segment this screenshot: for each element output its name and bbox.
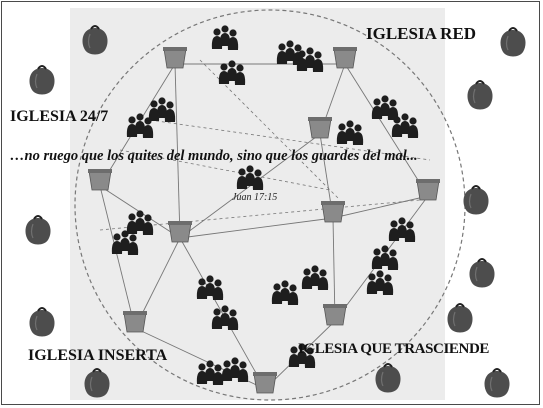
people-group-icon xyxy=(126,113,154,138)
people-group-icon xyxy=(391,113,419,138)
pepper-icon xyxy=(447,303,473,333)
pepper-icon xyxy=(463,185,489,215)
pot-icon xyxy=(416,179,440,201)
label-iglesia-24-7: IGLESIA 24/7 xyxy=(10,108,109,125)
people-group-icon xyxy=(211,25,239,50)
network-link xyxy=(344,63,429,197)
verse-text: …no ruego que los quites del mundo, sino… xyxy=(10,148,418,164)
people-group-icon xyxy=(148,97,176,122)
people-group-icon xyxy=(111,230,139,255)
pepper-icon xyxy=(29,307,55,337)
network-link xyxy=(174,63,181,239)
pot-icon xyxy=(88,169,112,191)
network-link xyxy=(99,185,136,329)
label-iglesia-que-trasciende: IGLESIA QUE TRASCIENDE xyxy=(298,341,489,357)
people-group-icon xyxy=(236,165,264,190)
network-background xyxy=(70,8,445,400)
pot-icon xyxy=(321,201,345,223)
pepper-icon xyxy=(469,258,495,288)
people-group-icon xyxy=(276,40,304,65)
pot-icon xyxy=(333,47,357,69)
people-group-icon xyxy=(126,210,154,235)
network-link xyxy=(179,217,334,239)
label-iglesia-inserta: IGLESIA INSERTA xyxy=(28,347,168,364)
pot-icon xyxy=(163,47,187,69)
people-group-icon xyxy=(196,275,224,300)
people-group-icon xyxy=(221,357,249,382)
pepper-icon xyxy=(484,368,510,398)
pot-icon xyxy=(253,372,277,394)
people-group-icon xyxy=(366,270,394,295)
network-link xyxy=(179,237,266,390)
people-group-icon xyxy=(288,343,316,368)
people-group-icon xyxy=(301,265,329,290)
people-group-icon xyxy=(218,60,246,85)
pepper-icon xyxy=(500,27,526,57)
pepper-icon xyxy=(375,363,401,393)
network-link xyxy=(332,217,336,322)
pepper-icon xyxy=(84,368,110,398)
people-group-icon xyxy=(371,95,399,120)
pot-icon xyxy=(323,304,347,326)
pepper-icon xyxy=(25,215,51,245)
label-iglesia-red: IGLESIA RED xyxy=(366,24,477,43)
people-group-icon xyxy=(196,360,224,385)
pot-icon xyxy=(168,221,192,243)
people-group-icon xyxy=(271,280,299,305)
people-group-icon xyxy=(336,120,364,145)
pot-icon xyxy=(308,117,332,139)
people-group-icon xyxy=(388,217,416,242)
pot-icon xyxy=(123,311,147,333)
people-group-icon xyxy=(211,305,239,330)
people-group-icon xyxy=(371,245,399,270)
pepper-icon xyxy=(82,25,108,55)
network-link xyxy=(149,119,431,161)
verse-reference: Juan 17:15 xyxy=(232,192,278,203)
network-link xyxy=(332,195,429,219)
pepper-icon xyxy=(29,65,55,95)
people-group-icon xyxy=(296,47,324,72)
pepper-icon xyxy=(467,80,493,110)
